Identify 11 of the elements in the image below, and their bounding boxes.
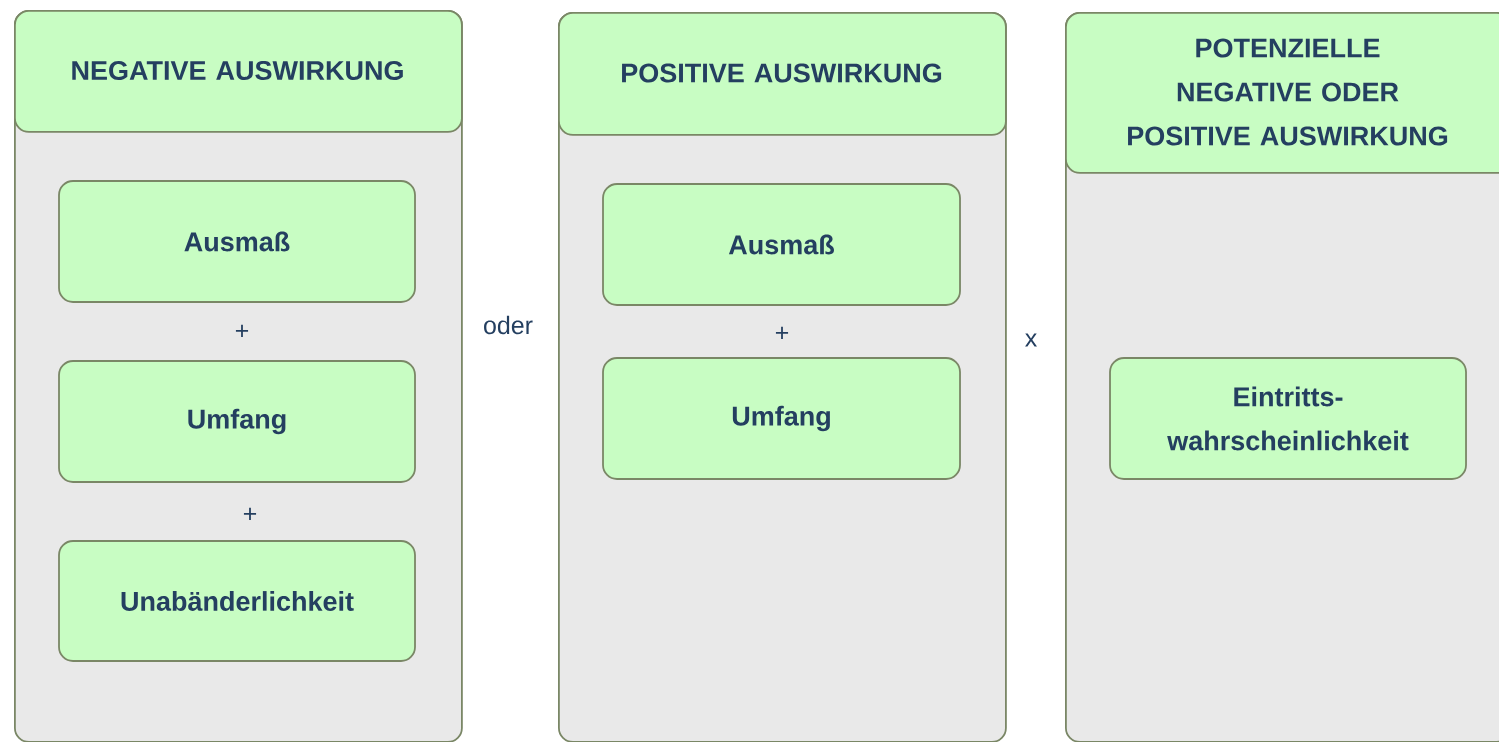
factor-box: Ausmaß [58,180,416,303]
operator-label: + [235,324,249,337]
factor-box: Umfang [58,360,416,483]
operator-label: oder [484,315,533,335]
operator-label: x [1025,333,1037,347]
factor-box: Unabänderlichkeit [58,540,416,662]
operator-label: + [775,326,789,339]
factor-box: Eintritts- wahrscheinlichkeit [1109,357,1467,480]
factor-box: Umfang [602,357,961,480]
operator-label: + [243,507,257,521]
factor-box: Ausmaß [602,183,961,306]
